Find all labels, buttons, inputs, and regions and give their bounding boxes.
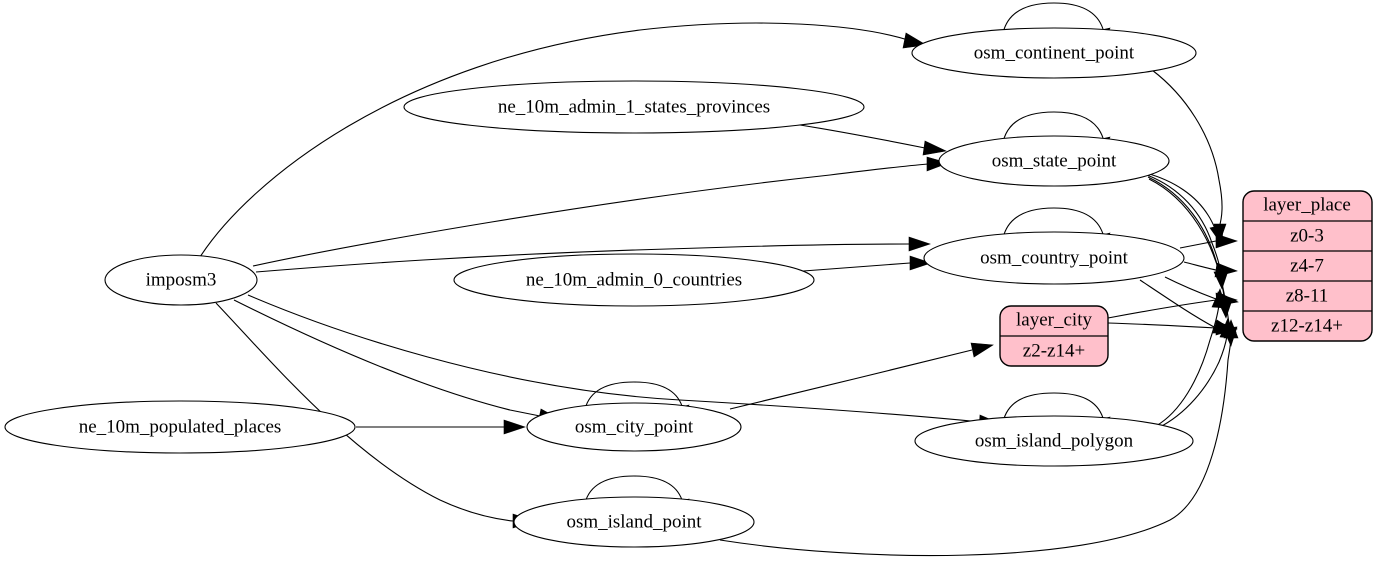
node-label-osm_country_point: osm_country_point	[980, 247, 1128, 268]
record-row-layer_place-z12-z14[interactable]: z12-z14+	[1271, 315, 1343, 336]
node-label-imposm3: imposm3	[146, 269, 217, 290]
node-layer: imposm3 ne_10m_populated_places ne_10m_a…	[4, 27, 1197, 548]
node-ne_10m_admin_1_states_provinces[interactable]: ne_10m_admin_1_states_provinces	[403, 80, 865, 134]
node-osm_city_point[interactable]: osm_city_point	[526, 402, 742, 452]
record-row-layer_place-z8-11[interactable]: z8-11	[1286, 285, 1329, 306]
node-label-osm_island_point: osm_island_point	[566, 511, 702, 532]
edge-imposm3-to-osm_state_point	[252, 156, 949, 267]
record-node-layer_place[interactable]: layer_place z0-3 z4-7 z8-11 z12-z14+	[1242, 190, 1373, 342]
edge-osm_city_point-to-layer_city	[729, 342, 994, 410]
record-node-layer_city[interactable]: layer_city z2-z14+	[999, 305, 1109, 367]
edge-osm_island_polygon-to-layer_place-z8-11	[1155, 288, 1227, 427]
node-label-osm_continent_point: osm_continent_point	[974, 42, 1135, 63]
node-osm_island_point[interactable]: osm_island_point	[513, 496, 755, 548]
edge-osm_island_point-to-layer_place-z12-z14	[719, 319, 1239, 557]
edge-ne_10m_admin_1_states_provinces-to-osm_state_point	[799, 124, 947, 156]
node-osm_island_polygon[interactable]: osm_island_polygon	[914, 415, 1194, 467]
node-label-ne_10m_admin_1_states_provinces: ne_10m_admin_1_states_provinces	[498, 96, 770, 117]
record-title-layer_place: layer_place	[1263, 194, 1351, 215]
edge-ne_10m_populated_places-to-osm_city_point	[356, 419, 526, 435]
node-label-ne_10m_populated_places: ne_10m_populated_places	[79, 416, 282, 437]
record-layer: layer_city z2-z14+ layer_place z0-3 z4-7…	[999, 190, 1373, 367]
node-ne_10m_populated_places[interactable]: ne_10m_populated_places	[4, 400, 356, 454]
record-row-layer_city-z2-z14[interactable]: z2-z14+	[1023, 340, 1085, 361]
node-label-osm_city_point: osm_city_point	[575, 416, 694, 437]
edge-imposm3-to-osm_country_point	[255, 236, 931, 273]
record-row-layer_place-z4-7[interactable]: z4-7	[1290, 255, 1324, 276]
node-ne_10m_admin_0_countries[interactable]: ne_10m_admin_0_countries	[453, 253, 815, 307]
edge-layer_city-to-layer_place-z12-z14	[1107, 320, 1238, 336]
edge-imposm3-to-osm_city_point	[233, 299, 562, 424]
edge-osm_country_point-to-layer_place-z4-7	[1183, 261, 1238, 278]
edge-ne_10m_admin_0_countries-to-osm_country_point	[789, 255, 932, 273]
node-label-osm_state_point: osm_state_point	[992, 150, 1117, 171]
node-osm_country_point[interactable]: osm_country_point	[923, 231, 1185, 285]
record-title-layer_city: layer_city	[1016, 309, 1092, 330]
node-label-ne_10m_admin_0_countries: ne_10m_admin_0_countries	[526, 269, 742, 290]
node-label-osm_island_polygon: osm_island_polygon	[975, 430, 1134, 451]
node-imposm3[interactable]: imposm3	[104, 254, 258, 306]
edge-imposm3-to-osm_continent_point	[199, 22, 927, 258]
record-row-layer_place-z0-3[interactable]: z0-3	[1290, 225, 1324, 246]
node-osm_continent_point[interactable]: osm_continent_point	[911, 27, 1197, 79]
edge-osm_country_point-to-layer_place-z0-3	[1179, 233, 1238, 249]
node-osm_state_point[interactable]: osm_state_point	[938, 135, 1170, 187]
